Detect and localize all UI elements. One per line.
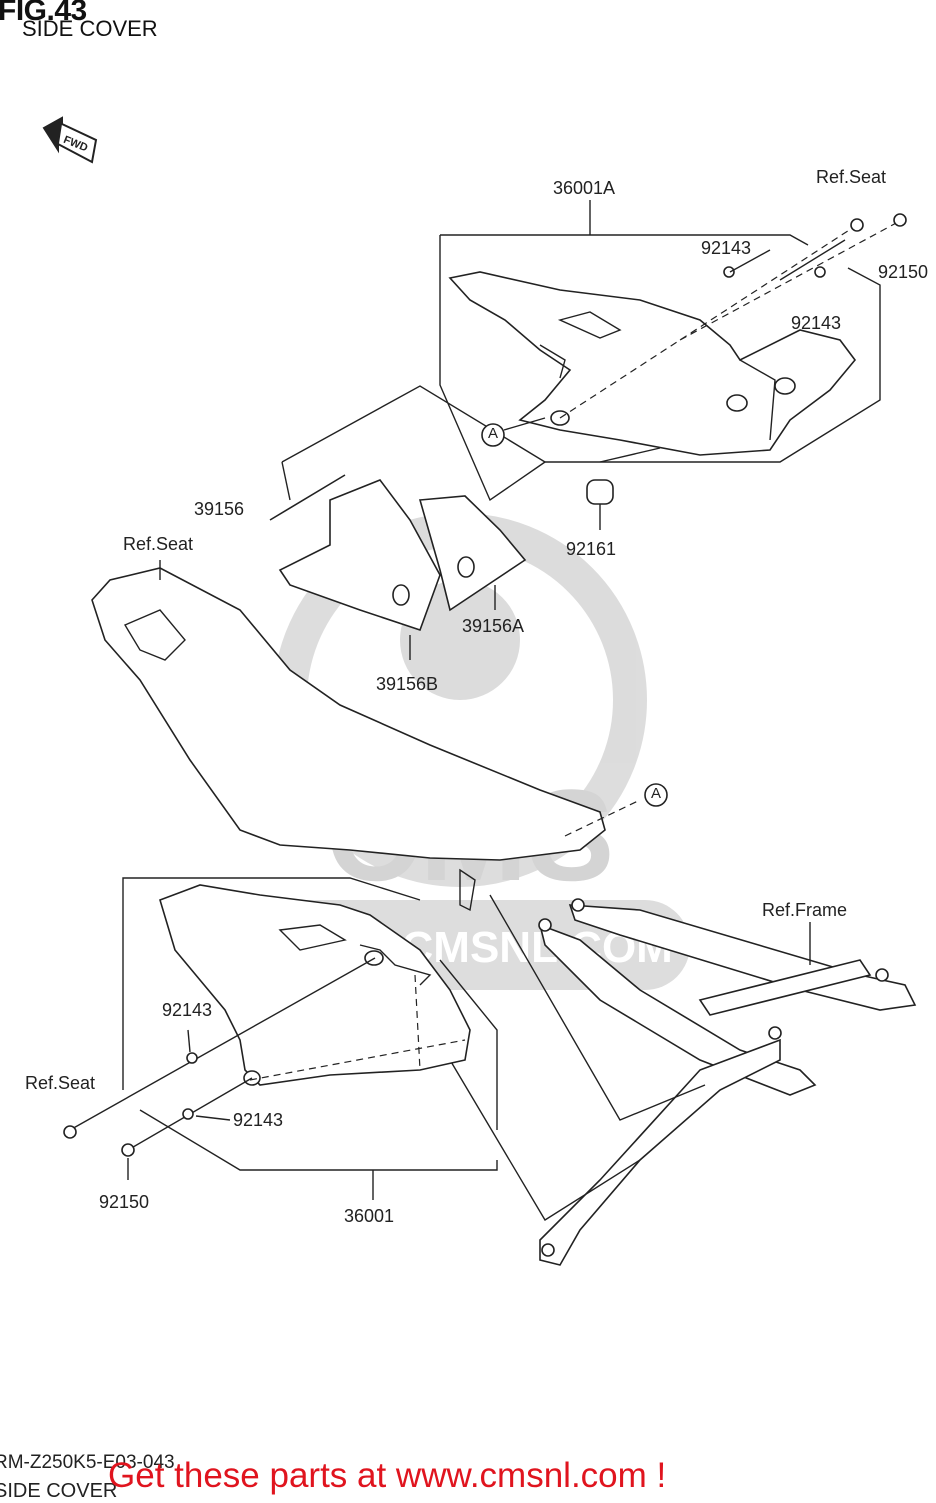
reference-label-a-upper: A [488, 425, 499, 442]
side-cover-trim-parts [269, 385, 546, 660]
upper-fastener-line [559, 213, 907, 419]
part-label-ref-seat-middle: Ref.Seat [123, 534, 194, 554]
figure-title: FIG.43 [0, 0, 87, 27]
part-label-92150-upper: 92150 [878, 262, 929, 282]
lower-fastener-line [63, 957, 376, 1180]
figure-subtitle: SIDE COVER [22, 16, 158, 41]
forward-arrow-icon [42, 116, 98, 164]
side-cover-right-part [448, 271, 857, 456]
part-label-ref-seat-lower: Ref.Seat [25, 1073, 96, 1093]
part-label-36001: 36001 [344, 1206, 395, 1226]
upper-group-bracket [439, 200, 881, 502]
part-label-ref-seat-upper: Ref.Seat [816, 167, 887, 187]
reference-circle-a-lower [644, 783, 668, 807]
lower-group-bracket [122, 877, 641, 1221]
reference-circle-a-upper [481, 423, 505, 447]
model-code: RM-Z250K5-E03-043 [0, 1452, 175, 1473]
part-label-39156a: 39156A [462, 616, 525, 636]
footer-subtitle: SIDE COVER [0, 1480, 118, 1502]
part-label-39156b: 39156B [376, 674, 439, 694]
frame-reference-part [489, 894, 917, 1266]
parts-link[interactable]: Get these parts at www.cmsnl.com ! [108, 1456, 667, 1495]
part-label-92161: 92161 [566, 539, 617, 559]
part-label-92143-lower-b: 92143 [233, 1110, 284, 1130]
rubber-grommet-92161 [586, 479, 614, 530]
seat-reference-part [91, 560, 641, 912]
part-label-92150-lower: 92150 [99, 1192, 150, 1212]
part-label-36001a: 36001A [553, 178, 616, 198]
part-label-39156: 39156 [194, 499, 245, 519]
part-label-92143-lower-a: 92143 [162, 1000, 213, 1020]
part-label-92143-upper-a: 92143 [701, 238, 752, 258]
part-label-92143-upper-b: 92143 [791, 313, 842, 333]
reference-label-a-lower: A [651, 785, 662, 802]
part-label-ref-frame: Ref.Frame [762, 900, 848, 920]
